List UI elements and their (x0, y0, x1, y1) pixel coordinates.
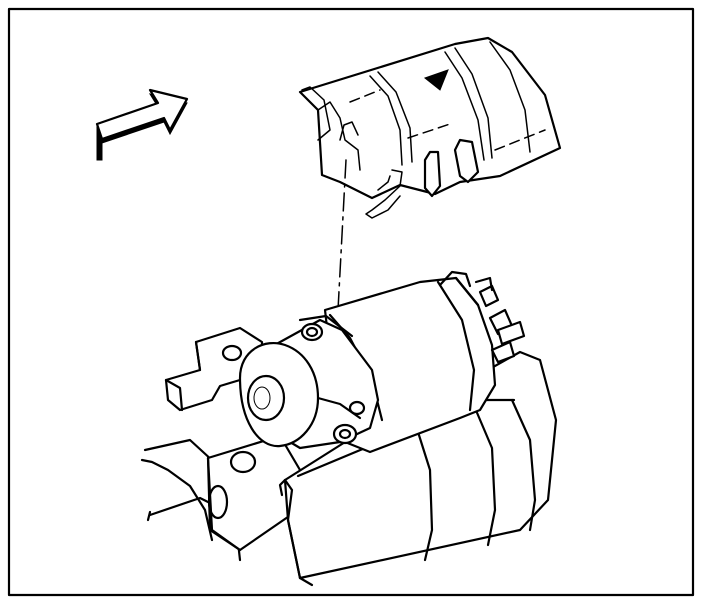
drive-housing (238, 314, 380, 450)
engine-block-mount (140, 434, 302, 562)
upper-bolt (300, 322, 324, 342)
alignment-line (337, 159, 347, 311)
mounting-bolts (300, 322, 366, 445)
heat-shield (298, 36, 562, 219)
figure-border (7, 7, 695, 597)
starter-motor (278, 350, 558, 587)
direction-arrow-icon (95, 88, 189, 161)
lower-bolt (332, 423, 358, 445)
middle-bolt (348, 400, 366, 416)
bracket (164, 326, 264, 412)
